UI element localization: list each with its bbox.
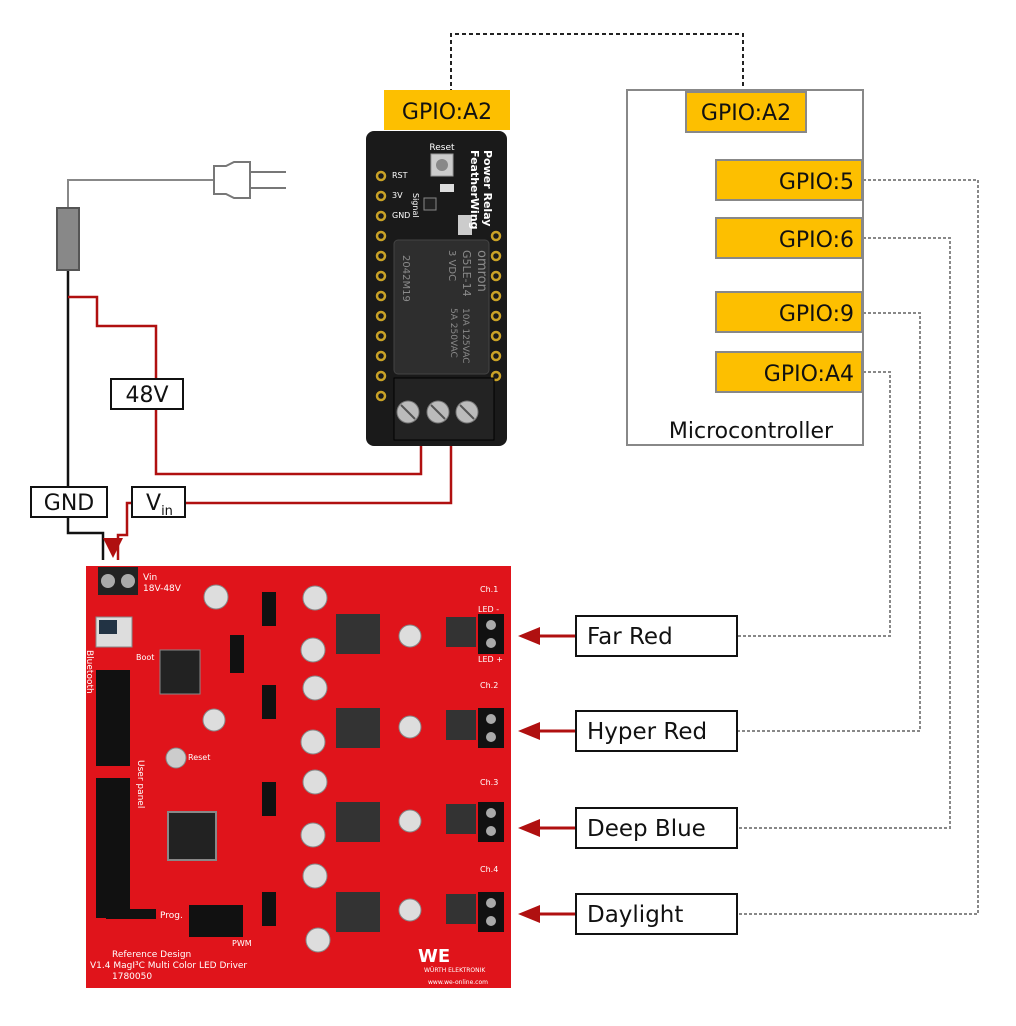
board-channel-rows bbox=[262, 585, 504, 953]
label-vin: Vin bbox=[131, 486, 186, 519]
relay-component bbox=[393, 239, 490, 375]
channel-daylight-text: Daylight bbox=[587, 902, 683, 928]
gpioa4-wire bbox=[738, 371, 891, 637]
board-footer-line2: V1.4 MagI³C Multi Color LED Driver bbox=[90, 961, 247, 971]
relay-title-line2: FeatherWing bbox=[468, 150, 481, 230]
board-brand-text: WÜRTH ELEKTRONIK bbox=[424, 967, 486, 974]
board-reset-text: Reset bbox=[188, 753, 210, 762]
board-prog-text: Prog. bbox=[160, 911, 183, 921]
led-driver-board: Vin 18V-48V Bluetooth User panel Boot Re… bbox=[84, 566, 511, 988]
bluetooth-header bbox=[96, 670, 130, 766]
board-ch2-text: Ch.2 bbox=[480, 681, 498, 690]
channel-deep-blue-text: Deep Blue bbox=[587, 816, 706, 842]
relay-title-line1: Power Relay bbox=[481, 150, 494, 226]
gnd-wire bbox=[66, 270, 105, 560]
board-mcu-chip bbox=[167, 811, 217, 861]
relay-voltage-text: 3 VDC bbox=[446, 250, 457, 281]
mcu-pin-6 bbox=[715, 217, 863, 259]
relay-gpio-label bbox=[384, 90, 510, 130]
board-bluetooth-text: Bluetooth bbox=[84, 650, 94, 694]
relay-rst-text: RST bbox=[392, 171, 408, 180]
board-led-minus-text: LED - bbox=[478, 605, 499, 614]
board-ch4-text: Ch.4 bbox=[480, 865, 498, 874]
board-user-panel-text: User panel bbox=[135, 760, 145, 808]
arrow-hyper-red bbox=[518, 722, 540, 740]
relay-header-pins bbox=[375, 170, 502, 402]
board-footer-line3: 1780050 bbox=[112, 972, 152, 982]
arrow-far-red bbox=[518, 627, 540, 645]
board-led-plus-text: LED + bbox=[478, 655, 503, 664]
prog-header bbox=[106, 909, 156, 919]
relay-brand-text: omron bbox=[474, 250, 489, 292]
label-gnd: GND bbox=[30, 486, 108, 518]
label-vin-text: Vin bbox=[146, 491, 173, 519]
label-gnd-text: GND bbox=[44, 491, 94, 516]
terminal-screws bbox=[396, 400, 479, 424]
channel-hyper-red-text: Hyper Red bbox=[587, 719, 707, 745]
board-footer-line1: Reference Design bbox=[112, 950, 191, 960]
a2-signal-wire bbox=[450, 33, 744, 100]
relay-rating1-text: 10A 125VAC bbox=[460, 308, 470, 364]
relay-model-text: G5LE-14 bbox=[460, 250, 473, 297]
board-web-text: www.we-online.com bbox=[428, 979, 488, 986]
board-vin-text: Vin bbox=[143, 573, 157, 583]
relay-reset-text: Reset bbox=[429, 143, 455, 153]
channel-far-red: Far Red bbox=[518, 615, 738, 657]
mains-cable bbox=[67, 179, 214, 210]
mcu-pin-9-text: GPIO:9 bbox=[779, 302, 854, 327]
user-panel-header bbox=[96, 778, 130, 918]
relay-gnd-text: GND bbox=[392, 211, 410, 220]
plug-icon bbox=[213, 161, 286, 199]
relay-signal-text: Signal bbox=[411, 193, 420, 218]
v48-wire bbox=[68, 295, 423, 476]
channel-labels: Far Red Hyper Red Deep Blue Daylight bbox=[518, 615, 738, 935]
relay-featherwing: GPIO:A2 Reset RST 3V GND Power Relay Fea… bbox=[366, 90, 510, 446]
label-48v-text: 48V bbox=[125, 383, 168, 408]
board-boot-text: Boot bbox=[136, 653, 154, 662]
microcontroller: Microcontroller GPIO:A2 GPIO:5 GPIO:6 GP… bbox=[626, 89, 864, 446]
we-logo: WE bbox=[418, 946, 450, 967]
board-ch3-text: Ch.3 bbox=[480, 778, 498, 787]
mcu-pin-a4 bbox=[715, 351, 863, 393]
mcu-pin-5 bbox=[715, 159, 863, 201]
arrow-daylight bbox=[518, 905, 540, 923]
channel-far-red-text: Far Red bbox=[587, 624, 673, 650]
mcu-pin-6-text: GPIO:6 bbox=[779, 228, 854, 253]
relay-3v-text: 3V bbox=[392, 191, 403, 200]
arrow-deep-blue bbox=[518, 819, 540, 837]
microcontroller-title: Microcontroller bbox=[669, 419, 834, 444]
mcu-pin-a2 bbox=[685, 91, 807, 133]
gpio5-wire bbox=[738, 179, 979, 915]
relay-gpio-text: GPIO:A2 bbox=[402, 100, 492, 125]
board-ch1-text: Ch.1 bbox=[480, 585, 498, 594]
power-input-arrow bbox=[103, 538, 123, 558]
gpio9-wire bbox=[738, 312, 921, 732]
channel-deep-blue: Deep Blue bbox=[518, 807, 738, 849]
mcu-pin-9 bbox=[715, 291, 863, 333]
relay-rating2-text: 5A 250VAC bbox=[448, 308, 458, 358]
led-board-pcb bbox=[86, 566, 511, 988]
board-pwm-text: PWM bbox=[232, 939, 252, 948]
gpio6-wire bbox=[738, 237, 951, 829]
relay-date-text: 2042M19 bbox=[400, 255, 411, 302]
label-48v: 48V bbox=[110, 378, 184, 410]
pwm-header bbox=[189, 905, 243, 937]
board-vin-range-text: 18V-48V bbox=[143, 584, 182, 594]
board-ch-labels: Ch.1 Ch.2 Ch.3 Ch.4 LED - LED + bbox=[478, 585, 503, 874]
channel-daylight: Daylight bbox=[518, 893, 738, 935]
mcu-pin-5-text: GPIO:5 bbox=[779, 170, 854, 195]
channel-hyper-red: Hyper Red bbox=[518, 710, 738, 752]
mcu-pin-a2-text: GPIO:A2 bbox=[701, 101, 791, 126]
power-supply-icon bbox=[56, 207, 80, 271]
mcu-pin-a4-text: GPIO:A4 bbox=[764, 362, 854, 387]
